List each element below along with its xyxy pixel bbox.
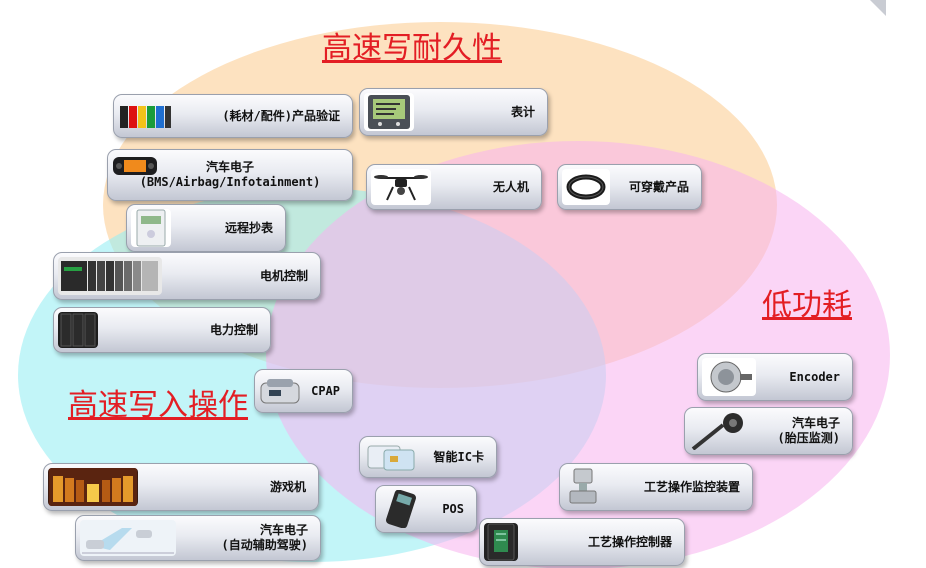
wristband-icon xyxy=(562,169,610,205)
card-power: 电力控制 xyxy=(53,307,271,353)
card-drone: 无人机 xyxy=(366,164,542,210)
title-low-power: 低功耗 xyxy=(762,288,852,323)
card-process-monitor-label: 工艺操作监控装置 xyxy=(643,479,740,494)
card-game: 游戏机 xyxy=(43,463,319,511)
card-remote-meter-label: 远程抄表 xyxy=(224,220,273,235)
card-encoder-label: Encoder xyxy=(789,369,840,384)
card-auto-bms: 汽车电子 (BMS/Airbag/Infotainment) xyxy=(107,149,353,201)
car-dashboard-icon xyxy=(112,154,158,178)
server-cabinet-icon xyxy=(58,312,98,348)
transmitter-icon xyxy=(564,468,602,506)
card-wearable: 可穿戴产品 xyxy=(557,164,702,210)
card-cpap: CPAP xyxy=(254,369,353,413)
card-pos: POS xyxy=(375,485,477,533)
ink-cartridges-icon xyxy=(118,99,172,133)
card-adas-line2: (自动辅助驾驶) xyxy=(221,538,308,552)
card-drone-label: 无人机 xyxy=(492,179,529,194)
card-process-monitor: 工艺操作监控装置 xyxy=(559,463,753,511)
plc-icon xyxy=(58,257,162,295)
card-auto-bms-line1: 汽车电子 xyxy=(205,160,254,174)
card-wearable-label: 可穿戴产品 xyxy=(628,179,689,194)
card-tire-label: 汽车电子 (胎压监测) xyxy=(778,408,840,454)
card-auto-bms-line2: (BMS/Airbag/Infotainment) xyxy=(139,175,321,189)
card-power-label: 电力控制 xyxy=(209,322,258,337)
adas-icon xyxy=(80,520,176,556)
card-consumables-label: (耗材/配件)产品验证 xyxy=(222,108,340,123)
card-cpap-label: CPAP xyxy=(311,383,340,398)
card-process-ctrl-label: 工艺操作控制器 xyxy=(587,534,672,549)
card-ic-card: 智能IC卡 xyxy=(359,436,497,478)
card-tire-line2: (胎压监测) xyxy=(777,431,840,445)
card-game-label: 游戏机 xyxy=(269,479,306,494)
card-remote-meter: 远程抄表 xyxy=(126,204,286,252)
card-pos-label: POS xyxy=(442,501,464,516)
smart-meter-icon xyxy=(131,209,171,247)
card-process-ctrl: 工艺操作控制器 xyxy=(479,518,685,566)
power-meter-icon xyxy=(364,93,414,131)
drone-icon xyxy=(371,169,431,205)
card-meter-label: 表计 xyxy=(510,104,535,119)
card-tire-line1: 汽车电子 xyxy=(791,416,840,430)
encoder-icon xyxy=(702,358,756,396)
title-high-speed-write: 高速写入操作 xyxy=(68,388,248,423)
card-ic-card-label: 智能IC卡 xyxy=(433,449,484,464)
controller-icon xyxy=(484,523,518,561)
card-adas-line1: 汽车电子 xyxy=(259,523,308,537)
ic-card-icon xyxy=(364,441,420,473)
card-tire: 汽车电子 (胎压监测) xyxy=(684,407,853,455)
card-consumables: (耗材/配件)产品验证 xyxy=(113,94,353,138)
card-adas-label: 汽车电子 (自动辅助驾驶) xyxy=(222,516,308,560)
card-motor: 电机控制 xyxy=(53,252,321,300)
card-motor-label: 电机控制 xyxy=(259,268,308,283)
slot-machines-icon xyxy=(48,468,138,506)
pos-terminal-icon xyxy=(380,490,424,528)
card-auto-bms-label: 汽车电子 (BMS/Airbag/Infotainment) xyxy=(108,150,352,200)
cpap-machine-icon xyxy=(259,374,301,408)
card-meter: 表计 xyxy=(359,88,548,136)
title-high-write-endurance: 高速写耐久性 xyxy=(322,31,502,66)
corner-fold xyxy=(870,0,886,16)
card-encoder: Encoder xyxy=(697,353,853,401)
card-adas: 汽车电子 (自动辅助驾驶) xyxy=(75,515,321,561)
tire-sensor-icon xyxy=(689,412,751,450)
